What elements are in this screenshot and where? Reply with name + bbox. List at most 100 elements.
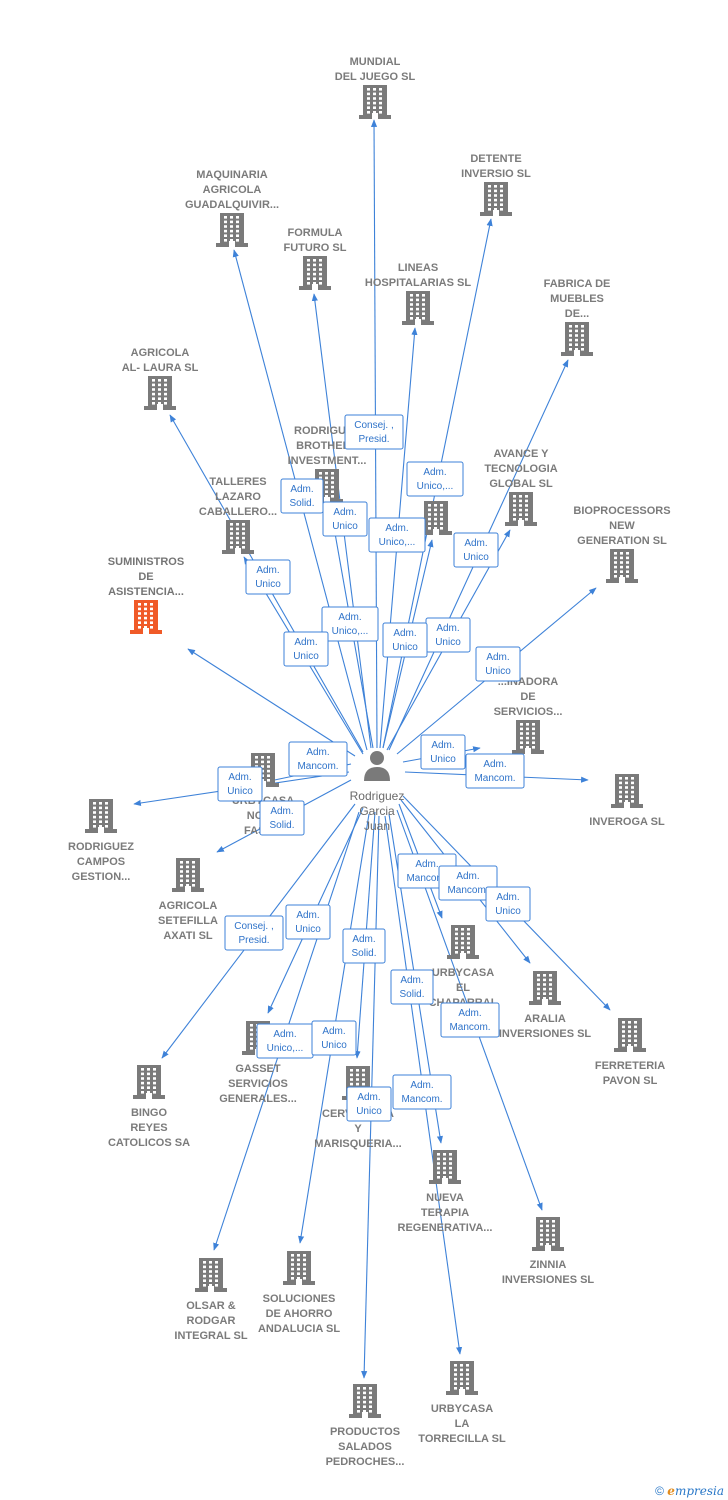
company-node-fabrica[interactable]: FABRICA DEMUEBLESDE... xyxy=(544,278,611,356)
building-icon[interactable] xyxy=(133,1065,165,1099)
footer-brand[interactable]: © empresia xyxy=(655,1484,724,1498)
role-badge[interactable]: Adm. Unico xyxy=(485,886,531,922)
role-badge[interactable]: Adm.Unico xyxy=(346,1086,392,1122)
company-node-rodriguez-campos[interactable]: RODRIGUEZCAMPOSGESTION... xyxy=(68,799,134,883)
person-name-line: Juan xyxy=(364,819,390,833)
company-label-line: SETEFILLA xyxy=(158,915,218,927)
role-badge[interactable]: Adm.Unico xyxy=(283,631,329,667)
building-icon[interactable] xyxy=(130,600,162,634)
role-badge[interactable]: Adm.Unico xyxy=(475,646,521,682)
role-badge[interactable]: Adm.Unico xyxy=(453,532,499,568)
role-badge[interactable]: Adm.Mancom. xyxy=(438,865,498,901)
role-text: Unico xyxy=(495,906,521,917)
company-node-suministros[interactable]: SUMINISTROSDEASISTENCIA... xyxy=(108,556,184,634)
building-icon[interactable] xyxy=(532,1217,564,1251)
role-badge[interactable]: Adm.Unico xyxy=(217,766,263,802)
empresia-logo: empresia xyxy=(667,1484,724,1498)
company-node-inveroga[interactable]: INVEROGA SL xyxy=(589,774,665,828)
building-icon[interactable] xyxy=(299,256,331,290)
role-badge[interactable]: Adm.Unico xyxy=(425,617,471,653)
role-text: Unico xyxy=(485,666,511,677)
role-badge[interactable]: Consej. ,Presid. xyxy=(224,915,284,951)
company-label-line: DE xyxy=(520,691,535,703)
company-node-maquinaria[interactable]: MAQUINARIAAGRICOLAGUADALQUIVIR... xyxy=(185,169,279,247)
building-icon[interactable] xyxy=(85,799,117,833)
role-badge[interactable]: Adm.Unico,... xyxy=(406,461,464,497)
role-text: Unico xyxy=(227,786,253,797)
company-node-urbycasa-chaparral[interactable]: URBYCASAELCHAPARRAL xyxy=(429,925,498,1009)
company-label-line: RODGAR xyxy=(187,1315,236,1327)
building-icon[interactable] xyxy=(172,858,204,892)
role-badge[interactable]: Adm.Solid. xyxy=(390,969,434,1005)
company-label-line: LA xyxy=(455,1418,470,1430)
building-icon[interactable] xyxy=(614,1018,646,1052)
role-text: Unico xyxy=(435,637,461,648)
role-badge[interactable]: Adm.Unico xyxy=(245,559,291,595)
company-node-productos[interactable]: PRODUCTOSSALADOSPEDROCHES... xyxy=(326,1384,405,1468)
role-badge[interactable]: Adm.Mancom. xyxy=(288,741,348,777)
role-badge[interactable]: Adm.Unico xyxy=(285,904,331,940)
role-text: Adm. xyxy=(496,892,519,903)
building-icon[interactable] xyxy=(420,501,452,535)
building-icon[interactable] xyxy=(349,1384,381,1418)
building-icon[interactable] xyxy=(195,1258,227,1292)
company-node-talleres[interactable]: TALLERESLAZAROCABALLERO... xyxy=(199,476,277,554)
role-badge[interactable]: Adm.Mancom. xyxy=(440,1002,500,1038)
role-badge[interactable]: Adm.Unico,... xyxy=(368,517,426,553)
building-icon[interactable] xyxy=(222,520,254,554)
role-badge[interactable]: Adm.Solid. xyxy=(342,928,386,964)
building-icon[interactable] xyxy=(505,492,537,526)
role-badge[interactable]: Consej. ,Presid. xyxy=(344,414,404,450)
person-icon[interactable] xyxy=(364,751,390,781)
building-icon[interactable] xyxy=(144,376,176,410)
building-icon[interactable] xyxy=(512,720,544,754)
role-badge[interactable]: Adm.Solid. xyxy=(280,478,324,514)
role-badge[interactable]: Adm.Unico,... xyxy=(256,1023,314,1059)
company-label-line: LINEAS xyxy=(398,262,438,274)
company-node-nueva-terapia[interactable]: NUEVATERAPIAREGENERATIVA... xyxy=(398,1150,493,1234)
company-label-line: AXATI SL xyxy=(163,930,213,942)
building-icon[interactable] xyxy=(561,322,593,356)
building-icon[interactable] xyxy=(606,549,638,583)
building-icon[interactable] xyxy=(529,971,561,1005)
building-icon[interactable] xyxy=(611,774,643,808)
role-badge[interactable]: Adm.Unico xyxy=(420,734,466,770)
building-icon[interactable] xyxy=(359,85,391,119)
role-text: Unico xyxy=(356,1106,382,1117)
role-badge[interactable]: Adm.Solid. xyxy=(259,800,305,836)
role-badge[interactable]: Adm.Unico xyxy=(382,622,428,658)
building-icon[interactable] xyxy=(429,1150,461,1184)
company-label-line: GENERALES... xyxy=(219,1093,297,1105)
company-label-line: NEW xyxy=(609,520,635,532)
role-badge[interactable]: Adm.Mancom. xyxy=(465,753,525,789)
company-node-coordinadora[interactable]: ...INADORADESERVICIOS... xyxy=(494,676,563,754)
role-badge[interactable]: Adm.Unico,... xyxy=(321,606,379,642)
building-icon[interactable] xyxy=(283,1251,315,1285)
role-badge[interactable]: Adm.Unico xyxy=(322,501,368,537)
building-icon[interactable] xyxy=(446,1361,478,1395)
role-badge[interactable]: Adm.Mancom. xyxy=(392,1074,452,1110)
company-label-line: AGRICOLA xyxy=(131,347,190,359)
building-icon[interactable] xyxy=(402,291,434,325)
building-icon[interactable] xyxy=(447,925,479,959)
building-icon[interactable] xyxy=(480,182,512,216)
role-badge[interactable]: Adm.Unico xyxy=(311,1020,357,1056)
building-icon[interactable] xyxy=(216,213,248,247)
company-label-line: MAQUINARIA xyxy=(196,169,268,181)
